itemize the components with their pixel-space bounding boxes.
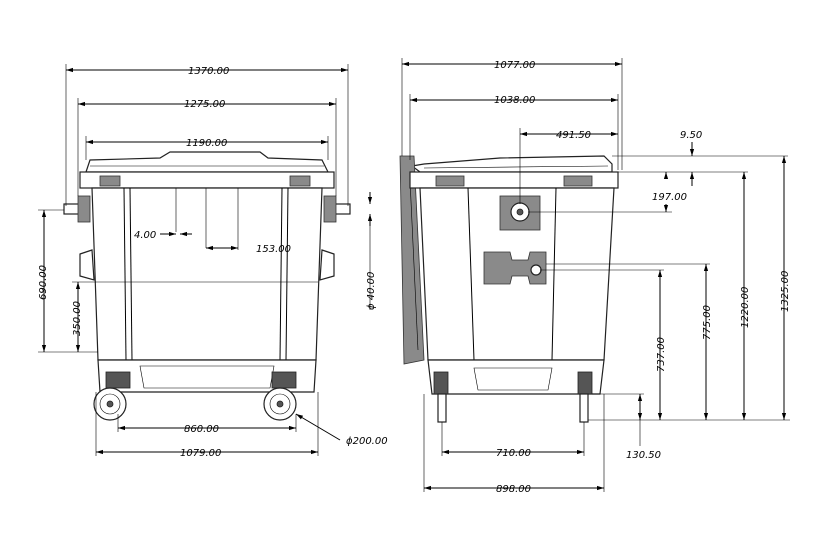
height-1325: 1325.00 [780,271,791,312]
front-view: 1370.00 1275.00 1190.00 4.00 153.00 860.… [38,64,388,459]
side-depth-1077: 1077.00 [494,60,535,71]
rib-gap-4: 4.00 [134,230,156,241]
front-wheel-spacing-860: 860.00 [184,424,219,435]
wheel-diameter-200: ϕ200.00 [346,436,388,447]
front-width-1370: 1370.00 [188,66,229,77]
front-base-width-1079: 1079.00 [180,448,221,459]
wheel-offset-130: 130.50 [626,450,661,461]
lock-offset-491: 491.50 [556,130,591,141]
trunnion-height-690: 690.00 [38,265,49,300]
height-1220: 1220.00 [740,287,751,328]
height-737: 737.00 [656,337,667,372]
side-base-depth-898: 898.00 [496,484,531,495]
side-wheel-spacing-710: 710.00 [496,448,531,459]
rib-spacing-153: 153.00 [256,244,291,255]
height-775: 775.00 [702,305,713,340]
lid-offset-9-50: 9.50 [680,130,702,141]
trunnion-diameter-40: ϕ 40.00 [366,272,377,310]
lower-height-350: 350.00 [72,301,83,336]
side-depth-1038: 1038.00 [494,95,535,106]
lock-drop-197: 197.00 [652,192,687,203]
front-width-1275: 1275.00 [184,99,225,110]
side-view: 1077.00 1038.00 491.50 9.50 197.00 737.0… [399,58,791,495]
lid-width-1190: 1190.00 [186,138,227,149]
